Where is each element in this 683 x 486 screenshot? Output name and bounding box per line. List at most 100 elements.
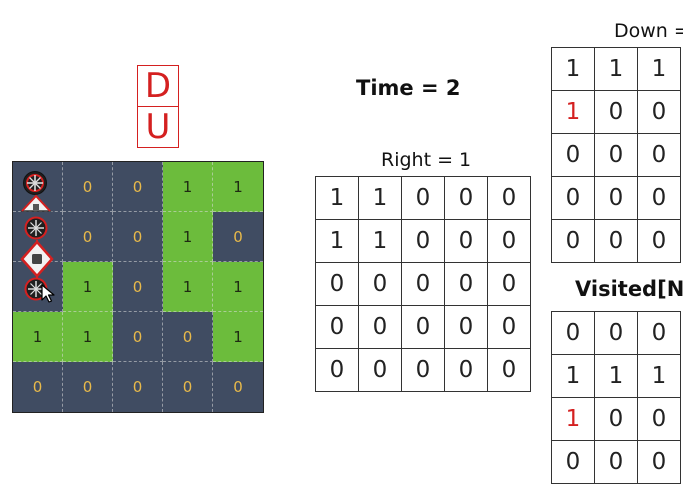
right-cell: 0 [444, 348, 488, 392]
right-cell: 0 [487, 305, 531, 349]
right-cell: 0 [444, 262, 488, 306]
right-cell: 0 [315, 348, 359, 392]
right-cell: 1 [315, 176, 359, 220]
instruction-cell: U [137, 106, 179, 148]
right-cell: 0 [487, 176, 531, 220]
right-cell: 0 [358, 348, 402, 392]
wheel-icon [23, 171, 47, 195]
down-cell: 0 [594, 90, 638, 134]
grid-cell: 0 [63, 362, 113, 412]
grid-cell: 1 [163, 262, 213, 312]
grid-cell: 1 [13, 312, 63, 362]
down-cell: 0 [594, 219, 638, 263]
right-cell: 0 [487, 219, 531, 263]
right-cell: 0 [401, 305, 445, 349]
grid-cell: 0 [163, 312, 213, 362]
visited-cell: 1 [551, 354, 595, 398]
right-cell: 0 [401, 348, 445, 392]
down-cell: 0 [551, 133, 595, 177]
visited-cell: 0 [594, 311, 638, 355]
grid-cell: 1 [63, 312, 113, 362]
grid-cell: 1 [213, 312, 263, 362]
mouse-cursor-icon [41, 284, 55, 303]
visited-label: Visited[N] [575, 277, 683, 301]
visited-cell: 0 [637, 397, 681, 441]
visited-cell: 1 [551, 397, 595, 441]
visited-cell: 0 [637, 311, 681, 355]
grid-cell: 0 [113, 262, 163, 312]
right-label: Right = 1 [381, 149, 472, 171]
visited-cell: 0 [551, 311, 595, 355]
grid-cell: 0 [213, 212, 263, 262]
right-cell: 0 [315, 262, 359, 306]
grid-cell: 1 [163, 162, 213, 212]
right-cell: 0 [401, 219, 445, 263]
right-cell: 0 [401, 262, 445, 306]
down-cell: 1 [637, 47, 681, 91]
right-cell: 0 [444, 176, 488, 220]
down-cell: 1 [594, 47, 638, 91]
robot-body-icon [20, 240, 54, 278]
grid-cell: 1 [163, 212, 213, 262]
right-cell: 0 [487, 262, 531, 306]
right-cell: 0 [444, 219, 488, 263]
down-cell: 0 [637, 90, 681, 134]
visited-cell: 1 [637, 354, 681, 398]
visited-cell: 1 [594, 354, 638, 398]
wheel-icon [24, 277, 48, 301]
right-cell: 0 [358, 305, 402, 349]
visited-cell: 0 [594, 440, 638, 484]
down-label: Down = [614, 20, 683, 42]
down-cell: 0 [551, 219, 595, 263]
visited-cell: 0 [594, 397, 638, 441]
right-cell: 0 [444, 305, 488, 349]
wheel-icon [24, 216, 48, 240]
grid-cell: 1 [63, 262, 113, 312]
visited-cell: 0 [551, 440, 595, 484]
grid-cell: 1 [213, 262, 263, 312]
time-label: Time = 2 [356, 76, 461, 100]
down-cell: 0 [637, 219, 681, 263]
grid-cell: 0 [113, 312, 163, 362]
visited-cell: 0 [637, 440, 681, 484]
grid-cell: 0 [213, 362, 263, 412]
right-cell: 0 [315, 305, 359, 349]
instruction-cell: D [137, 65, 179, 107]
robot-base-icon [20, 194, 52, 212]
right-cell: 0 [401, 176, 445, 220]
right-cell: 0 [487, 348, 531, 392]
right-cell: 1 [358, 219, 402, 263]
grid-cell: 0 [113, 162, 163, 212]
down-cell: 0 [594, 133, 638, 177]
down-cell: 0 [637, 133, 681, 177]
right-cell: 0 [358, 262, 402, 306]
instruction-sequence: D U [137, 65, 179, 148]
down-cell: 0 [637, 176, 681, 220]
down-cell: 1 [551, 47, 595, 91]
grid-cell: 0 [113, 212, 163, 262]
down-cell: 0 [594, 176, 638, 220]
grid-cell: 1 [213, 162, 263, 212]
grid-cell: 0 [113, 362, 163, 412]
down-cell: 1 [551, 90, 595, 134]
grid-cell: 0 [13, 362, 63, 412]
right-cell: 1 [315, 219, 359, 263]
down-cell: 0 [551, 176, 595, 220]
grid-cell: 0 [163, 362, 213, 412]
